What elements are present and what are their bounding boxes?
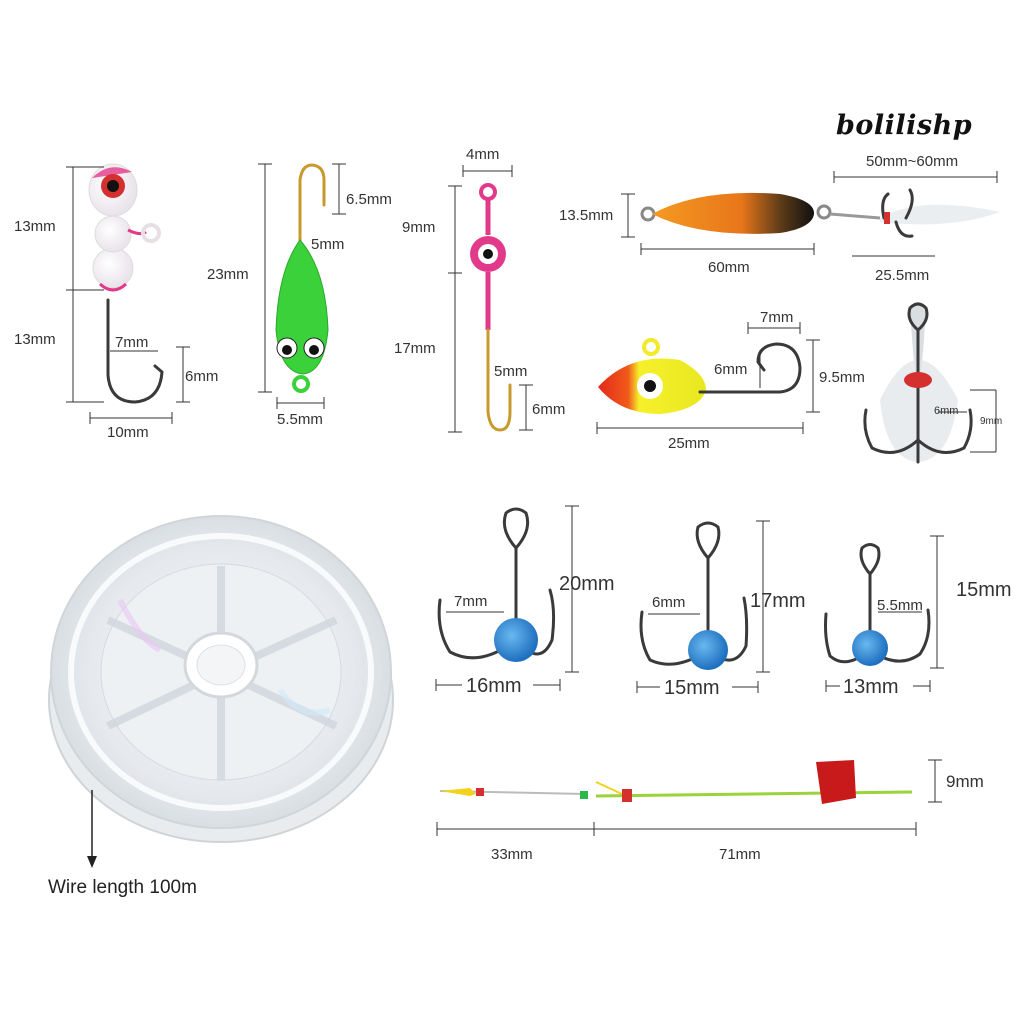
fish-jig-height: 9.5mm — [819, 369, 865, 386]
float-rig-length-a: 33mm — [491, 846, 533, 863]
spoon-length: 60mm — [708, 259, 750, 276]
spoon-height: 13.5mm — [559, 207, 613, 224]
eye-hook-head-height: 9mm — [402, 219, 435, 236]
jig-head-gap: 7mm — [115, 334, 148, 351]
treble-small-height: 15mm — [956, 579, 1012, 601]
float-rig-length-b: 71mm — [719, 846, 761, 863]
fish-jig-dimensions: 7mm 6mm 9.5mm 25mm — [596, 309, 865, 452]
treble-large-height: 20mm — [559, 573, 615, 595]
eye-hook-shank: 17mm — [394, 340, 436, 357]
jig-head-height-top: 13mm — [14, 218, 56, 235]
fish-jig-lure — [598, 338, 802, 414]
brand-logo: bolilishp — [836, 110, 973, 141]
fishing-line-spool — [48, 515, 394, 843]
eye-hook-bend: 6mm — [532, 401, 565, 418]
fish-jig-bend: 6mm — [714, 361, 747, 378]
spoon-dimensions: 13.5mm 60mm 50mm~60mm 25.5mm — [559, 153, 998, 284]
eye-hook-dimensions: 4mm 9mm 17mm 5mm 6mm — [394, 146, 565, 433]
jig-head-bend: 6mm — [185, 368, 218, 385]
spoon-lure — [640, 188, 1000, 238]
feather-treble-height: 9mm — [980, 416, 1002, 427]
jig-head-dimensions: 13mm 13mm 7mm 6mm 10mm — [14, 166, 218, 441]
eye-hook-gap: 5mm — [494, 363, 527, 380]
float-rig — [439, 760, 913, 804]
eye-hook-eye-width: 4mm — [466, 146, 499, 163]
frog-jig-lure — [275, 163, 329, 393]
feather-treble-dimensions: 6mm 9mm — [934, 389, 1002, 453]
float-rig-height: 9mm — [946, 772, 984, 791]
treble-small-gap: 5.5mm — [877, 597, 923, 614]
treble-medium-dimensions: 17mm 6mm 15mm — [636, 520, 806, 699]
feather-treble-lure — [863, 302, 973, 464]
treble-large-width: 16mm — [466, 675, 522, 697]
jig-head-height-bottom: 13mm — [14, 331, 56, 348]
treble-hook-small — [824, 543, 931, 666]
spool-caption: Wire length 100m — [48, 877, 197, 898]
spool-pointer — [87, 790, 97, 868]
float-rig-dimensions: 9mm 33mm 71mm — [436, 759, 984, 863]
frog-jig-dimensions: 23mm 6.5mm 5mm 5.5mm — [207, 163, 392, 428]
treble-small-dimensions: 15mm 5.5mm 13mm — [825, 535, 1012, 698]
fish-jig-gap: 7mm — [760, 309, 793, 326]
treble-hook-large — [437, 507, 556, 662]
treble-small-width: 13mm — [843, 676, 899, 698]
frog-jig-width: 5.5mm — [277, 411, 323, 428]
feather-treble-gap: 6mm — [934, 405, 958, 417]
treble-medium-gap: 6mm — [652, 594, 685, 611]
treble-large-gap: 7mm — [454, 593, 487, 610]
jig-head-lure — [88, 163, 164, 404]
jig-head-width: 10mm — [107, 424, 149, 441]
treble-medium-height: 17mm — [750, 590, 806, 612]
frog-jig-gap: 5mm — [311, 236, 344, 253]
eye-hook-lure — [470, 183, 512, 432]
spoon-treble-size: 25.5mm — [875, 267, 929, 284]
frog-jig-height: 23mm — [207, 266, 249, 283]
treble-large-dimensions: 20mm 7mm 16mm — [435, 505, 615, 697]
treble-medium-width: 15mm — [664, 677, 720, 699]
fish-jig-length: 25mm — [668, 435, 710, 452]
frog-jig-eye: 6.5mm — [346, 191, 392, 208]
treble-hook-medium — [639, 521, 749, 670]
spoon-total-length: 50mm~60mm — [866, 153, 958, 170]
